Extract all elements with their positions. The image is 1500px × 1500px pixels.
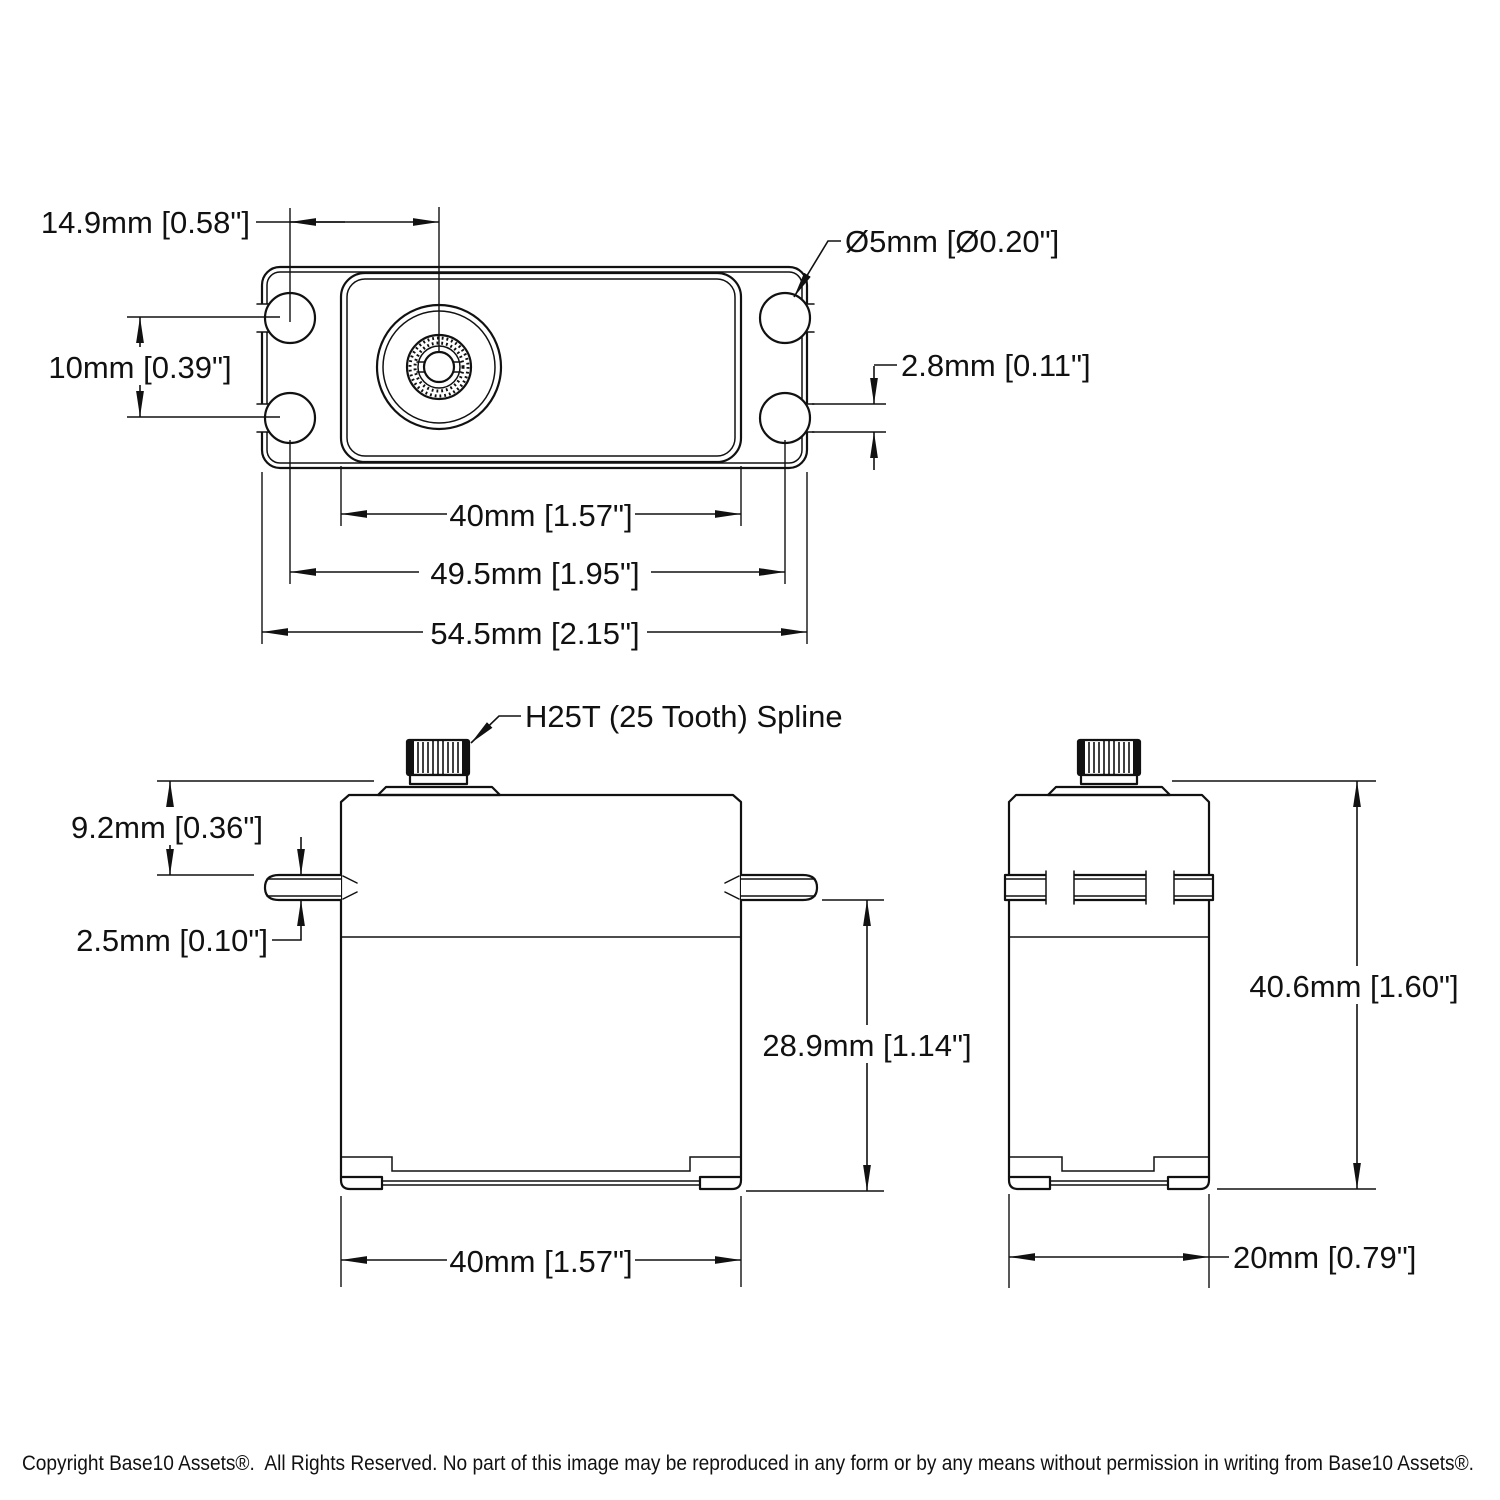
leader-line [272,938,302,941]
label-mask [447,495,635,533]
right-flange-detail [724,875,816,900]
spline-knurl-dots [408,336,470,398]
top-view-body [339,271,743,464]
flange-band-inner-lines [1004,878,1214,897]
knurl-teeth [1088,741,1130,774]
dim-label-overall-height: 40.6mm [1.60"] [1249,969,1458,1004]
spline-center-hole [422,350,456,384]
left-foot [339,1175,384,1191]
mounting-hole [758,391,812,445]
label-mask [762,1025,972,1063]
mounting-hole [263,391,317,445]
spline-knurl-edge [1133,741,1140,774]
spline-side [1046,738,1172,797]
dim-label-hole-dia: Ø5mm [Ø0.20"] [845,224,1059,259]
label-mask [47,347,233,385]
spline-knurl-edge [407,741,414,774]
spline-knurl-dots [413,341,465,393]
front-body-outline [339,793,743,1179]
front-view [263,738,819,1191]
front-view-dimensions: H25T (25 Tooth) Spline 9.2mm [0.36"] 2.5… [60,699,972,1287]
dim-label-spline-height: 9.2mm [0.36"] [71,810,263,845]
top-view-dimensions: 14.9mm [0.58"] Ø5mm [Ø0.20"] 10mm [0.39"… [41,205,1091,651]
side-view [1003,738,1215,1191]
label-mask [1248,966,1464,1004]
leader-line [793,240,841,298]
dim-label-overall-width: 54.5mm [2.15"] [430,616,639,651]
dim-label-flange-thickness: 2.5mm [0.10"] [76,923,268,958]
side-body-outline [1007,793,1211,1179]
top-view-outer-case [260,265,809,470]
right-foot [698,1175,743,1191]
dim-label-body-width-top: 40mm [1.57"] [449,498,632,533]
spline-front [376,738,502,797]
spline-base-plate [1046,785,1172,797]
mounting-hole [758,291,812,345]
spline-slot-marks [416,361,462,373]
label-mask [60,807,274,845]
top-view-body-inner-line [346,278,736,457]
dim-label-body-depth: 20mm [0.79"] [1233,1240,1416,1275]
spline-knurl-edge [1078,741,1085,774]
copyright-notice: Copyright Base10 Assets®. All Rights Res… [22,1451,1474,1475]
dim-label-lower-body-height: 28.9mm [1.14"] [762,1028,971,1063]
dim-label-slot-width: 2.8mm [0.11"] [901,348,1091,383]
bottom-step [1008,1156,1210,1172]
bottom-plate-lines [381,1180,701,1186]
dim-label-hole-span: 49.5mm [1.95"] [430,556,639,591]
label-mask [423,613,647,651]
slot-cut [1146,871,1174,904]
knurl-teeth [417,741,459,774]
leader-line [470,715,521,744]
left-flange-detail [266,875,358,900]
right-flange [741,873,819,902]
label-mask [447,1241,635,1279]
bottom-plate-lines [1049,1180,1169,1186]
slot-walls [1045,870,1175,905]
spline-callout-label: H25T (25 Tooth) Spline [525,699,843,734]
slot-walls-right [802,303,815,433]
side-view-dimensions: 40.6mm [1.60"] 20mm [0.79"] [1008,780,1464,1288]
spline-collar [1079,773,1139,786]
spline-knurl-edge [462,741,469,774]
front-flanges [263,873,819,902]
dim-label-top-offset: 14.9mm [0.58"] [41,205,250,240]
spline-top [375,207,503,431]
left-flange [263,873,341,902]
dim-label-body-width-front: 40mm [1.57"] [449,1244,632,1279]
spline-collar [408,773,469,786]
bottom-step [340,1156,742,1172]
dim-label-hole-spacing: 10mm [0.39"] [48,350,231,385]
left-foot [1007,1175,1052,1191]
slot-walls-left [256,303,272,433]
right-foot [1166,1175,1211,1191]
side-flange-band [1003,870,1215,905]
spline-base-plate [376,785,502,797]
slot-cut [1046,871,1074,904]
label-mask [419,553,651,591]
